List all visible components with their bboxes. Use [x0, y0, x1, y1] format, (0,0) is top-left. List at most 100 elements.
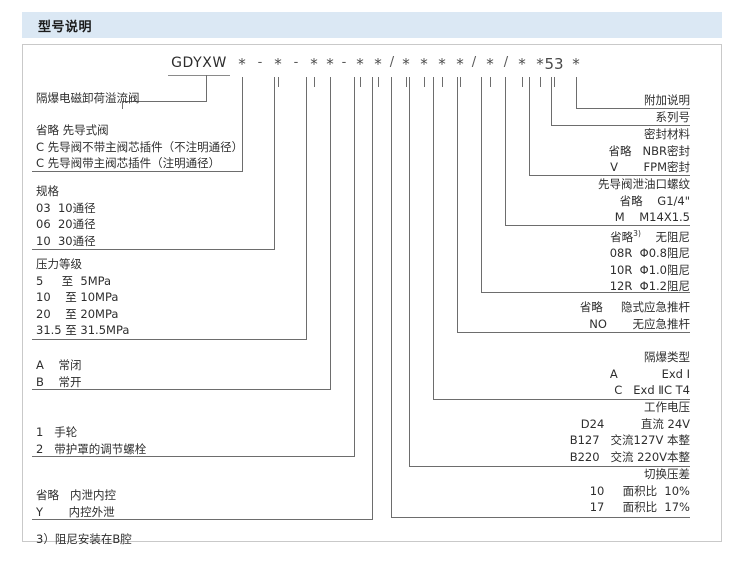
leader-line-right-2-h — [529, 175, 690, 176]
left-group-6-line-0: 省略 内泄内控 — [36, 488, 116, 502]
right-group-3-line-2: M M14X1.5 — [614, 210, 690, 224]
left-group-0-line-0: 隔爆电磁卸荷溢流阀 — [36, 91, 140, 105]
model-code-tick-13 — [460, 77, 461, 87]
footnote-marker: 3) — [633, 229, 641, 238]
model-code-token-8: * — [374, 55, 382, 73]
right-group-7-line-2: B127 交流127V 本整 — [569, 433, 690, 447]
left-group-6-line-1: Y 内控外泄 — [36, 504, 115, 519]
footnote: 3）阻尼安装在B腔 — [36, 532, 132, 546]
right-group-seal-material: 密封材料 省略 NBR密封 V FPM密封 — [609, 126, 690, 176]
left-group-2-line-3: 10 30通径 — [36, 233, 96, 248]
leader-line-left-2-v — [274, 77, 275, 249]
model-code-token-13: * — [456, 55, 464, 73]
model-code-tick-4 — [314, 77, 315, 87]
model-code-token-7: * — [356, 55, 364, 73]
model-code-tick-7 — [360, 77, 361, 87]
page-title: 型号说明 — [38, 20, 93, 35]
left-group-4-line-0: A 常闭 — [36, 358, 82, 372]
left-group-2-line-1: 03 10通径 — [36, 200, 96, 215]
left-group-1-line-0: 省略 先导式阀 — [36, 123, 109, 137]
left-group-normal-state: A 常闭 B 常开 — [36, 357, 82, 390]
model-code-tick-11 — [424, 77, 425, 87]
left-group-adjust-type: 1 手轮 2 带护罩的调节螺栓 — [36, 424, 146, 457]
right-group-emergency-rod: 省略 隐式应急推杆 NO 无应急推杆 — [580, 299, 690, 332]
model-code-token-3: - — [293, 55, 299, 70]
leader-line-left-3-h — [32, 339, 307, 340]
left-group-drain-control: 省略 内泄内控 Y 内控外泄 — [36, 487, 116, 520]
leader-line-left-0-v2 — [122, 101, 123, 109]
leader-line-left-1-h — [32, 171, 243, 172]
left-group-2-line-2: 06 20通径 — [36, 217, 96, 231]
right-group-7-line-0: 工作电压 — [644, 400, 690, 414]
leader-line-left-4-h — [32, 389, 331, 390]
leader-line-left-4-v — [330, 77, 331, 389]
model-code-tick-15 — [490, 77, 491, 87]
model-code-tick-10 — [406, 77, 407, 87]
left-group-5-line-1: 2 带护罩的调节螺栓 — [36, 441, 147, 456]
right-group-explosion-proof-type: 隔爆类型 A Exd Ⅰ C Exd ⅡC T4 — [610, 349, 690, 399]
model-code-tick-19 — [554, 77, 555, 87]
left-group-size-spec: 规格 03 10通径 06 20通径 10 30通径 — [36, 183, 96, 249]
right-group-4-line-1: 08R Φ0.8阻尼 — [609, 246, 690, 261]
leader-line-right-1-v — [551, 77, 552, 125]
leader-line-right-4-h — [481, 292, 690, 293]
right-group-4-line-2: 10R Φ1.0阻尼 — [609, 262, 690, 277]
leader-line-right-7-v — [409, 77, 410, 466]
model-code-token-19: 53 — [544, 55, 564, 73]
right-group-pilot-drain-thread: 先导阀泄油口螺纹 省略 G1/4" M M14X1.5 — [598, 176, 690, 226]
leader-line-right-3-h — [505, 225, 690, 226]
leader-line-left-1-v — [242, 77, 243, 171]
leader-line-left-5-h — [32, 456, 355, 457]
right-group-5-line-1: NO 无应急推杆 — [589, 316, 690, 331]
leader-line-left-3-v — [306, 77, 307, 339]
left-group-2-line-0: 规格 — [36, 184, 59, 198]
right-group-6-line-1: A Exd Ⅰ — [609, 366, 690, 381]
model-code-token-10: * — [402, 55, 410, 73]
model-code-token-1: - — [257, 55, 263, 70]
right-group-8-line-0: 切换压差 — [644, 467, 690, 481]
model-code-token-11: * — [420, 55, 428, 73]
leader-line-left-0-h — [122, 101, 207, 102]
left-group-1-line-2: C 先导阀带主阀芯插件（注明通径） — [36, 156, 221, 170]
left-group-product-name: 隔爆电磁卸荷溢流阀 — [36, 90, 140, 107]
model-code-token-2: * — [274, 55, 282, 73]
leader-line-right-0-h — [576, 108, 690, 109]
right-group-8-line-1: 10 面积比 10% — [589, 483, 690, 498]
model-code-token-6: - — [341, 55, 347, 70]
left-group-pressure-rating: 压力等级 5 至 5MPa 10 至 10MPa 20 至 20MPa 31.5… — [36, 256, 129, 339]
model-code-token-17: * — [518, 55, 526, 73]
right-group-7-line-1: D24 直流 24V — [580, 416, 690, 431]
model-code-token-12: * — [438, 55, 446, 73]
left-group-3-line-4: 31.5 至 31.5MPa — [36, 323, 130, 337]
leader-line-right-3-v — [505, 77, 506, 225]
leader-line-left-0-v — [206, 75, 207, 101]
model-code-token-18: * — [536, 55, 544, 73]
model-code-tick-18 — [540, 77, 541, 87]
model-code-tick-2 — [278, 77, 279, 87]
right-group-series-number: 系列号 — [656, 109, 691, 126]
leader-line-right-6-v — [433, 77, 434, 399]
model-code-token-4: * — [310, 55, 318, 73]
right-group-2-line-2: V FPM密封 — [610, 160, 690, 174]
right-group-3-line-0: 先导阀泄油口螺纹 — [598, 177, 690, 191]
leader-line-right-7-h — [409, 466, 690, 467]
right-group-7-line-3: B220 交流 220V本整 — [569, 449, 690, 464]
leader-line-right-5-v — [457, 77, 458, 332]
model-code-token-20: * — [572, 55, 580, 73]
right-group-2-line-0: 密封材料 — [644, 127, 690, 141]
right-group-5-line-0: 省略 隐式应急推杆 — [579, 300, 690, 314]
right-group-6-line-2: C Exd ⅡC T4 — [614, 383, 690, 397]
section-header-bar — [22, 12, 722, 38]
prefix-underline — [168, 75, 230, 76]
leader-line-right-8-v — [391, 77, 392, 517]
left-group-4-line-1: B 常开 — [36, 374, 82, 389]
right-group-damping: 省略3) 无阻尼 08R Φ0.8阻尼 10R Φ1.0阻尼 12R Φ1.2阻… — [610, 226, 690, 295]
right-group-switch-pressure-diff: 切换压差 10 面积比 10% 17 面积比 17% — [590, 466, 690, 516]
left-group-pilot-type: 省略 先导式阀 C 先导阀不带主阀芯插件（不注明通径） C 先导阀带主阀芯插件（… — [36, 122, 243, 172]
left-group-3-line-2: 10 至 10MPa — [36, 290, 119, 304]
leader-line-left-5-v — [354, 77, 355, 456]
leader-line-right-2-v — [529, 77, 530, 175]
left-group-3-line-0: 压力等级 — [36, 257, 82, 271]
right-group-3-line-1: 省略 G1/4" — [619, 193, 690, 208]
